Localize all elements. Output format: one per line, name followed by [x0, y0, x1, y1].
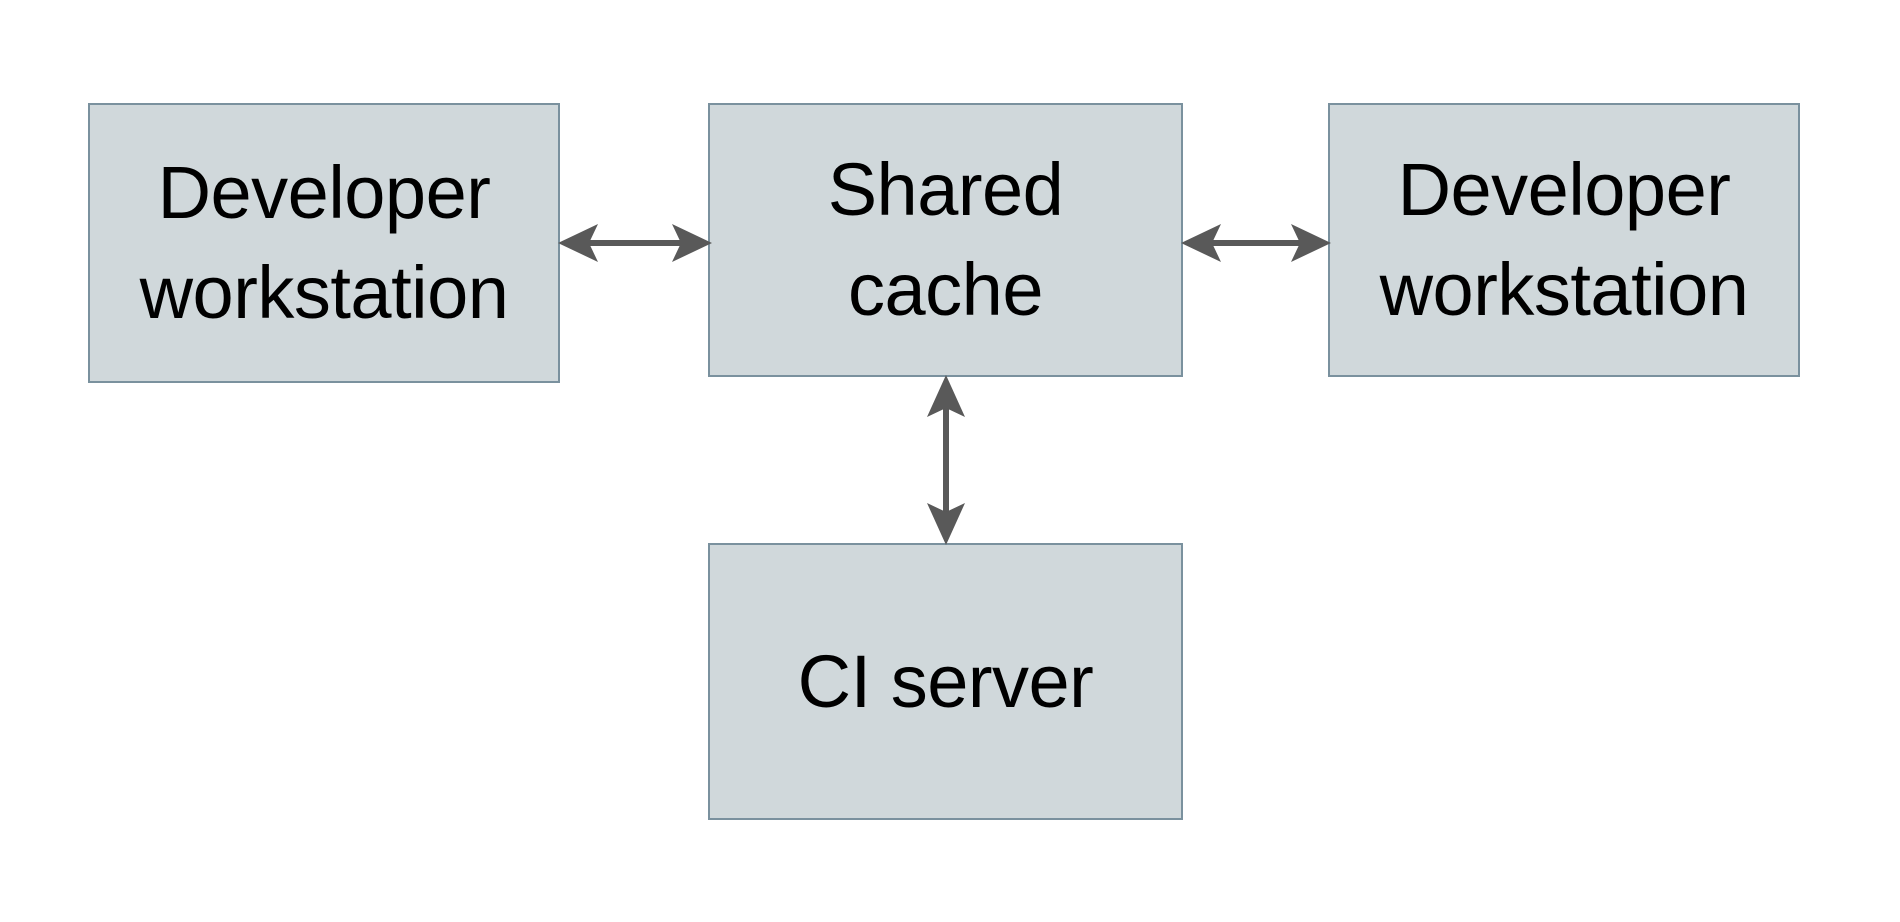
node-label: CI server — [797, 639, 1094, 723]
node-developer-workstation-left[interactable]: Developer workstation — [88, 103, 560, 383]
node-label: Developer workstation — [1379, 148, 1749, 331]
connector-double-arrow-cache-right — [1181, 224, 1331, 262]
node-developer-workstation-right[interactable]: Developer workstation — [1328, 103, 1800, 377]
connector-double-arrow-left-cache — [558, 224, 712, 262]
node-ci-server[interactable]: CI server — [708, 543, 1183, 820]
node-label: Developer workstation — [139, 151, 509, 334]
node-shared-cache[interactable]: Shared cache — [708, 103, 1183, 377]
node-label: Shared cache — [827, 148, 1064, 331]
connector-double-arrow-cache-ci — [927, 375, 965, 545]
